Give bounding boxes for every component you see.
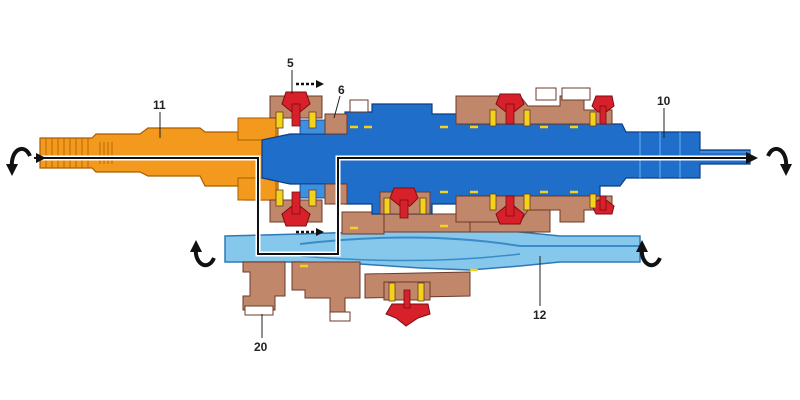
shift-direction-arrow-icon: [296, 80, 324, 88]
rotation-arrow-icon: [636, 240, 662, 268]
label-6: 6: [338, 83, 345, 97]
synchro-lower-mid: [379, 187, 431, 219]
rotation-arrow-icon: [190, 240, 216, 268]
label-10: 10: [657, 94, 671, 108]
rotation-arrow-icon: [766, 146, 792, 176]
countershaft: [224, 225, 641, 271]
gear-6: [324, 99, 369, 205]
synchro-5: [269, 91, 323, 227]
leader-lines: [159, 70, 665, 338]
label-20: 20: [254, 340, 268, 354]
synchro-upper-mid: [489, 93, 531, 225]
label-11: 11: [153, 98, 166, 112]
shift-direction-arrow-icon: [296, 228, 324, 236]
bearing-needles: [300, 125, 578, 272]
label-5: 5: [287, 56, 294, 70]
lower-synchro: [383, 281, 431, 327]
rotation-arrow-icon: [6, 146, 32, 176]
label-12: 12: [533, 308, 547, 322]
countershaft-gear-20: [242, 261, 286, 316]
countershaft-gear-lower-mid: [291, 261, 471, 322]
synchro-upper-right: [589, 95, 615, 215]
power-flow-line: [34, 152, 758, 257]
